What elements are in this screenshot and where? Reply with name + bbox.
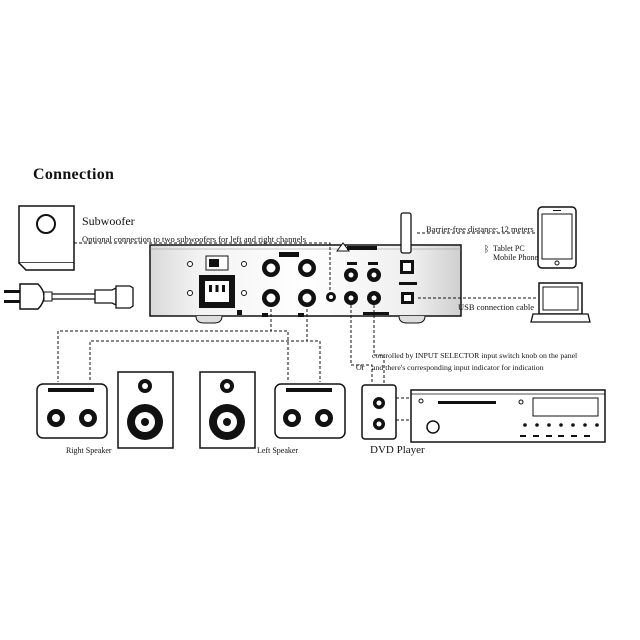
left-speaker-label: Left Speaker [257,446,299,455]
subwoofer-driver-icon [36,214,56,234]
page-title: Connection [33,166,115,183]
tablet-label: Tablet PC [493,244,525,253]
amplifier-back-panel [149,212,462,324]
bluetooth-icon: ᛒ [484,244,490,254]
wireless-distance-label: Barrier-free distance: 12 meters [426,224,534,234]
right-speaker [36,371,174,449]
or-label: Or [356,363,365,372]
dvd-player-label: DVD Player [370,444,425,456]
speaker-terminal-icon [262,252,316,317]
rca-input-icon [336,242,389,315]
dvd-power-knob-icon [426,420,440,434]
mobile-label: Mobile Phone [493,253,539,262]
right-speaker-label: Right Speaker [66,446,112,455]
bluetooth-antenna-icon [400,212,412,254]
tablet-icon [537,206,577,269]
power-plug-icon [4,283,134,310]
left-speaker [199,371,346,449]
dvd-display-icon [532,397,599,417]
input-selector-note-2: and there's corresponding input indicato… [372,363,544,372]
dvd-player [361,384,606,443]
subwoofer [18,205,75,271]
input-selector-note-1: controlled by INPUT SELECTOR input switc… [372,351,578,360]
laptop-icon [530,282,591,323]
usb-cable-label: USB connection cable [458,302,535,312]
subwoofer-label: Subwoofer [82,214,135,228]
subwoofer-note: Optional connection to two subwoofers fo… [82,234,307,244]
connection-lines [57,232,537,421]
